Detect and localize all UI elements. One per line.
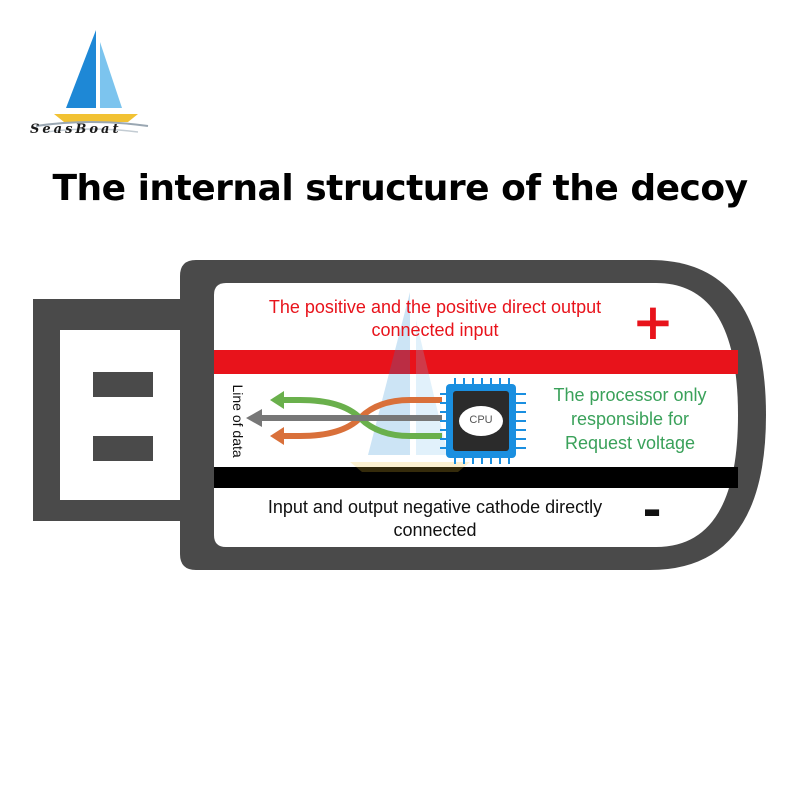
positive-rail [214,350,738,374]
page-title: The internal structure of the decoy [52,168,748,209]
negative-rail [214,467,738,488]
positive-label: The positive and the positive direct out… [268,297,602,341]
processor-label: The processor only responsible for Reque… [553,385,707,453]
data-line-label: Line of data [230,384,247,458]
negative-sign: - [642,483,662,537]
data-line-arrows [246,391,442,445]
cpu-label: CPU [469,414,493,426]
usb-plug-icon [33,299,200,521]
brand-name: SeasBoat [30,122,122,137]
cpu-chip-icon [440,378,526,464]
negative-label: Input and output negative cathode direct… [267,497,603,541]
seasboat-logo-icon [35,30,149,133]
positive-sign: + [632,293,674,351]
